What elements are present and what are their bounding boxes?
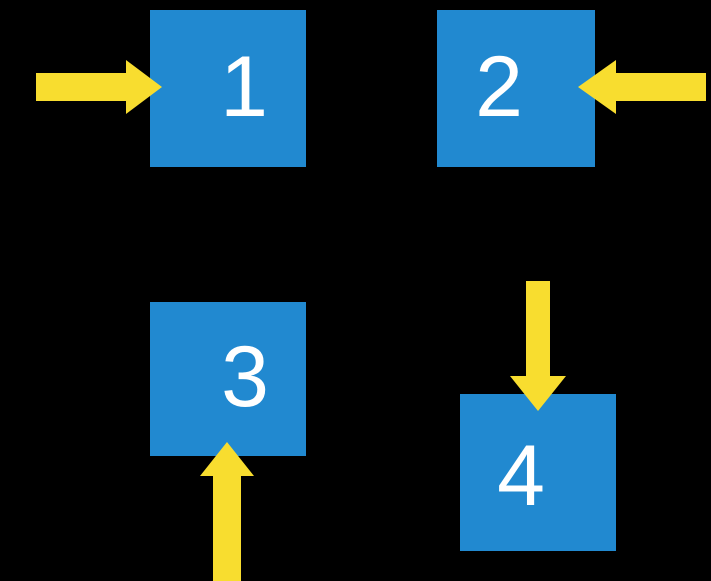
arrow-right-into-node-1 — [36, 60, 162, 114]
node-label-1: 1 — [220, 38, 268, 135]
node-box-2[interactable]: 2 — [437, 10, 595, 167]
arrow-down-into-node-4 — [510, 281, 566, 411]
arrow-left-into-node-2 — [578, 60, 706, 114]
node-label-4: 4 — [497, 427, 545, 524]
node-label-2: 2 — [475, 38, 523, 135]
node-box-4[interactable]: 4 — [460, 394, 616, 551]
node-label-3: 3 — [221, 329, 269, 425]
node-box-3[interactable]: 3 — [150, 302, 306, 456]
arrow-up-into-node-3 — [200, 442, 254, 581]
node-box-1[interactable]: 1 — [150, 10, 306, 167]
